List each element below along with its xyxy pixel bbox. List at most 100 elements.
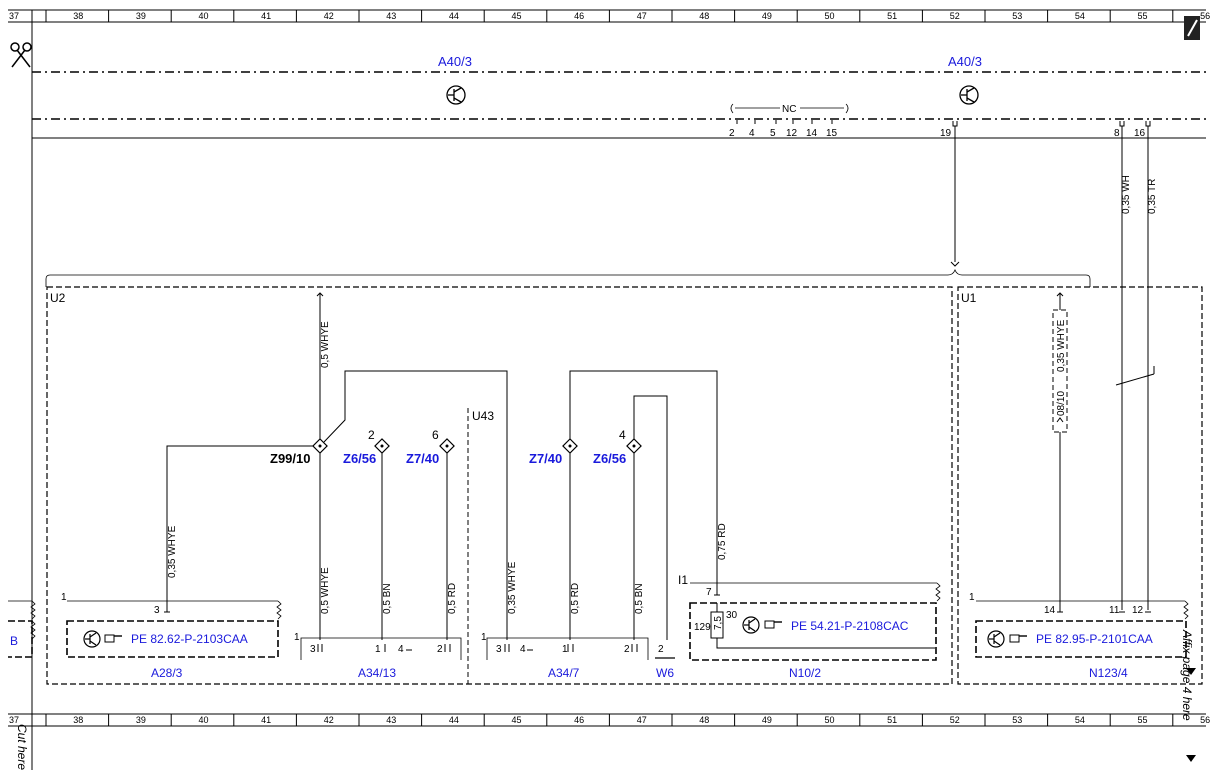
a34-7-pin: 1 <box>481 632 487 643</box>
n10-fuse-value: 7,5 <box>713 616 724 630</box>
ruler-column-number: 55 <box>1137 11 1147 21</box>
node-label-z740-b: Z7/40 <box>529 451 562 466</box>
area-u1 <box>957 286 1203 685</box>
a34-13-pin: 2 <box>437 644 443 655</box>
ruler-column-number: 37 <box>9 11 19 21</box>
ruler-column-number: 38 <box>73 715 83 725</box>
component-w6: 2 W6 <box>655 644 675 680</box>
n123-pin1: 1 <box>969 592 975 603</box>
node-num-6: 6 <box>432 428 439 442</box>
node-label-z656-a: Z6/56 <box>343 451 376 466</box>
wire-label: 0,75 RD <box>717 523 728 560</box>
a34-7-pin: 3 <box>496 644 502 655</box>
ruler-column-number: 38 <box>73 11 83 21</box>
pointing-hand-icon <box>104 634 122 643</box>
nc-pin: 2 <box>729 128 735 139</box>
affix-page-label: Affix page 4 here <box>1180 629 1194 721</box>
ruler-column-number: 49 <box>762 715 772 725</box>
wire-label: 0,5 BN <box>634 583 645 614</box>
ruler-column-number: 49 <box>762 11 772 21</box>
a28-label: A28/3 <box>151 666 183 680</box>
ruler-column-number: 43 <box>386 11 396 21</box>
nc-pin: 4 <box>749 128 755 139</box>
ruler-column-number: 42 <box>324 715 334 725</box>
wire-label: 0,5 WHYE <box>320 567 331 614</box>
nc-pin: 14 <box>806 128 818 139</box>
ruler-column-number: 44 <box>449 715 459 725</box>
ruler-column-number: 48 <box>699 11 709 21</box>
pin-19: 19 <box>940 128 952 139</box>
a34-13-pin: 4 <box>398 644 404 655</box>
ruler-column-number: 45 <box>511 11 521 21</box>
area-u1-label: U1 <box>961 291 977 305</box>
a28-pin3: 3 <box>154 605 160 616</box>
wire-label: 0,5 RD <box>447 583 458 614</box>
ruler-column-number: 50 <box>824 11 834 21</box>
transistor-icon <box>446 85 466 105</box>
ruler-column-number: 54 <box>1075 11 1085 21</box>
w6-pin: 2 <box>658 644 664 655</box>
ruler-column-number: 43 <box>386 715 396 725</box>
pointing-hand-icon <box>764 620 782 629</box>
ruler-column-number: 45 <box>511 715 521 725</box>
n123-label: N123/4 <box>1089 666 1128 680</box>
component-a34-13: 1 3 1 4 2 A34/13 <box>294 632 462 680</box>
affix-arrow-icon-top <box>1186 668 1196 675</box>
ruler-column-number: 39 <box>136 715 146 725</box>
n123-ref-link[interactable]: PE 82.95-P-2101CAA <box>1036 632 1153 646</box>
n10-i1: I1 <box>678 573 688 587</box>
ruler-column-number: 46 <box>574 11 584 21</box>
a34-7-pin: 4 <box>520 644 526 655</box>
scissors-icon <box>10 42 32 68</box>
area-u43-label: U43 <box>472 409 494 423</box>
wire-ref-u1: 08/10 <box>1056 391 1067 416</box>
node-num-2: 2 <box>368 428 375 442</box>
wire-label: 0,5 RD <box>570 583 581 614</box>
n10-ref-link[interactable]: PE 54.21-P-2108CAC <box>791 619 909 633</box>
ruler-column-number: 55 <box>1137 715 1147 725</box>
a34-13-pin: 3 <box>310 644 316 655</box>
ruler-column-number: 44 <box>449 11 459 21</box>
n10-pin7: 7 <box>706 587 712 598</box>
n10-pin30: 30 <box>726 610 738 621</box>
ruler-column-number: 40 <box>198 715 208 725</box>
transistor-icon <box>959 85 979 105</box>
ruler-column-number: 40 <box>198 11 208 21</box>
ruler-column-number: 39 <box>136 11 146 21</box>
ruler-column-number: 41 <box>261 715 271 725</box>
component-n10: I1 7 7,5 129 30 PE 54.21-P-2108CAC N10/2 <box>678 573 941 680</box>
module-a40-left: A40/3 <box>438 54 472 69</box>
node-label-z656-b: Z6/56 <box>593 451 626 466</box>
a34-7-pin: 1 <box>562 644 568 655</box>
ruler-column-number: 47 <box>637 715 647 725</box>
nc-bracket: NC 2 4 5 12 14 15 <box>729 103 849 139</box>
cut-here-label: Cut here <box>15 724 29 770</box>
n123-pin14: 14 <box>1044 605 1056 616</box>
group-brace <box>45 268 1091 287</box>
a34-13-label: A34/13 <box>358 666 396 680</box>
wire-label: 0,5 WHYE <box>320 321 331 368</box>
a28-ref-link[interactable]: PE 82.62-P-2103CAA <box>131 632 248 646</box>
pin-8: 8 <box>1114 128 1120 139</box>
ruler-column-number: 52 <box>950 715 960 725</box>
module-a40-right: A40/3 <box>948 54 982 69</box>
ruler-column-number: 50 <box>824 715 834 725</box>
nc-label: NC <box>782 104 796 115</box>
ruler-column-number: 53 <box>1012 11 1022 21</box>
wire-label: 0,35 WHYE <box>507 561 518 614</box>
ruler-column-number: 54 <box>1075 715 1085 725</box>
left-cut-component: B <box>8 600 36 658</box>
wire-label: 0,5 BN <box>382 583 393 614</box>
a34-7-pin: 2 <box>624 644 630 655</box>
area-u2 <box>46 286 953 685</box>
ruler-column-number: 47 <box>637 11 647 21</box>
ruler-column-number: 51 <box>887 715 897 725</box>
ruler-column-number: 51 <box>887 11 897 21</box>
nc-pin: 5 <box>770 128 776 139</box>
wire-label-wh: 0,35 WH <box>1121 175 1132 214</box>
ruler-column-number: 41 <box>261 11 271 21</box>
a34-7-label: A34/7 <box>548 666 580 680</box>
transistor-icon <box>742 616 760 634</box>
